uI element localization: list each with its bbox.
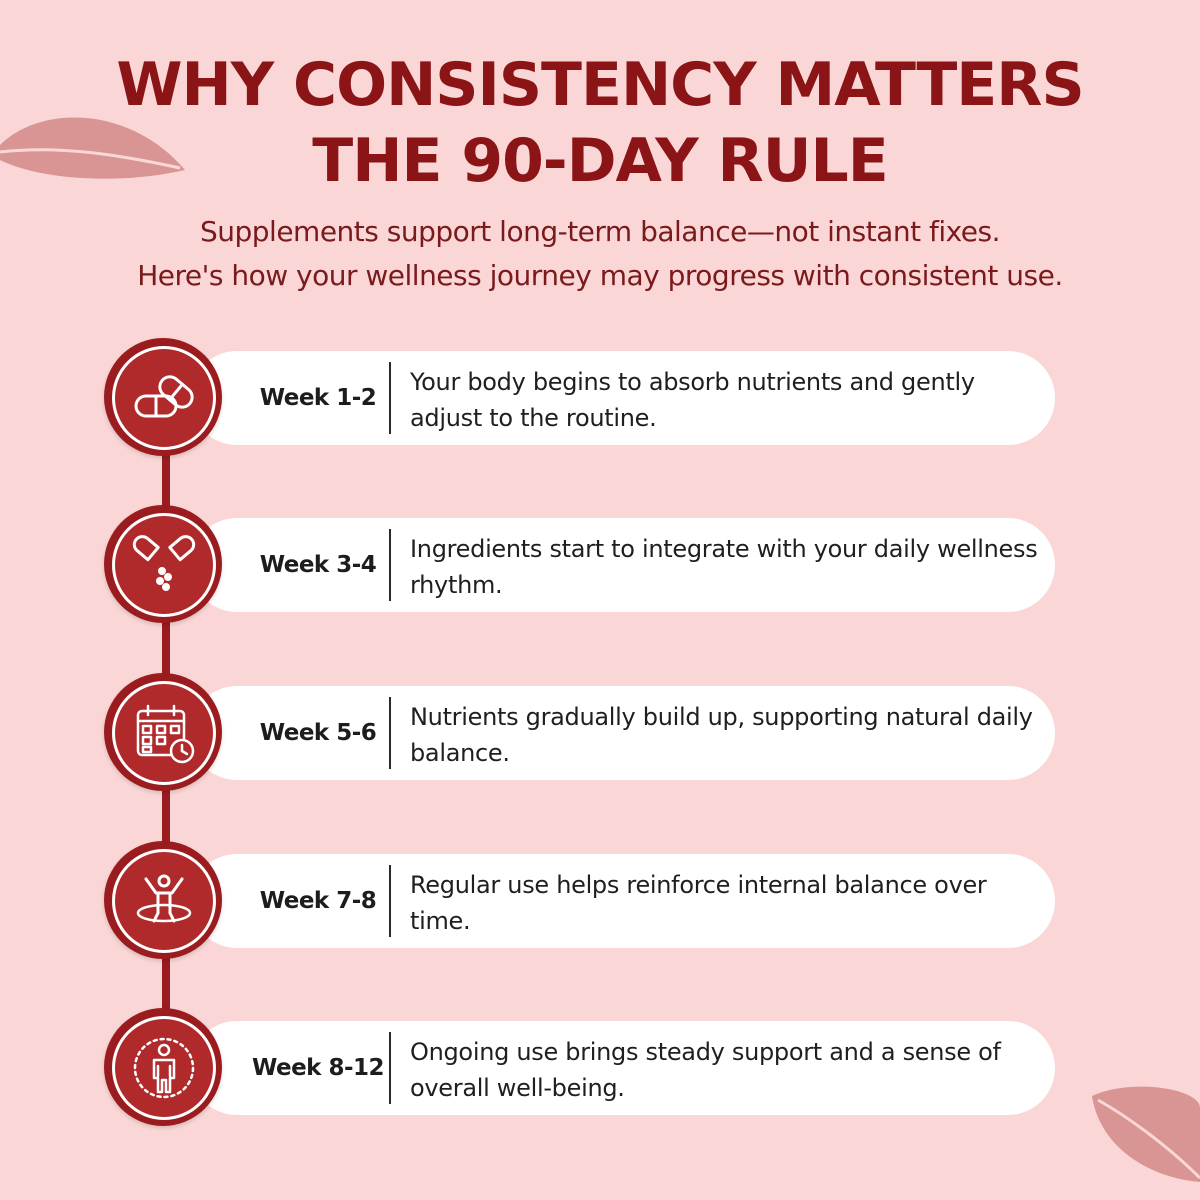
step-divider: [389, 362, 391, 434]
timeline-step-week-1-2: Week 1-2 Your body begins to absorb nutr…: [0, 338, 1200, 458]
leaf-decoration-bottom: [1092, 1086, 1200, 1182]
step-badge: [104, 505, 222, 623]
person-wellbeing-icon: [133, 1037, 195, 1099]
page-title-line2: THE 90-DAY RULE: [312, 126, 888, 196]
step-divider: [389, 697, 391, 769]
step-description: Your body begins to absorb nutrients and…: [410, 368, 975, 432]
step-badge: [104, 338, 222, 456]
step-week-label: Week 7-8: [259, 888, 377, 914]
step-description: Nutrients gradually build up, supporting…: [410, 703, 1033, 767]
timeline-step-week-3-4: Week 3-4 Ingredients start to integrate …: [0, 505, 1200, 625]
subtitle-line2: Here's how your wellness journey may pro…: [137, 259, 1063, 292]
step-week-label: Week 3-4: [259, 552, 377, 578]
step-card: [190, 854, 1055, 948]
open-capsule-icon: [132, 535, 196, 591]
step-card: [190, 518, 1055, 612]
step-description: Ongoing use brings steady support and a …: [410, 1038, 1001, 1102]
step-week-label: Week 8-12: [251, 1055, 385, 1081]
step-week-label: Week 5-6: [259, 720, 377, 746]
step-badge: [104, 841, 222, 959]
calendar-clock-icon: [136, 704, 195, 764]
step-divider: [389, 865, 391, 937]
page-title-line1: WHY CONSISTENCY MATTERS: [116, 50, 1084, 120]
step-description: Ingredients start to integrate with your…: [410, 535, 1038, 599]
timeline-step-week-7-8: Week 7-8 Regular use helps reinforce int…: [0, 841, 1200, 961]
step-badge: [104, 1008, 222, 1126]
capsules-icon: [134, 375, 194, 418]
step-divider: [389, 1032, 391, 1104]
step-card: [190, 686, 1055, 780]
subtitle-line1: Supplements support long-term balance—no…: [199, 215, 1001, 248]
timeline-step-week-8-12: Week 8-12 Ongoing use brings steady supp…: [0, 1008, 1200, 1128]
leaf-decoration-top: [0, 117, 185, 179]
step-week-label: Week 1-2: [259, 385, 377, 411]
timeline-step-week-5-6: Week 5-6 Nutrients gradually build up, s…: [0, 673, 1200, 793]
step-description: Regular use helps reinforce internal bal…: [410, 871, 987, 935]
step-divider: [389, 529, 391, 601]
step-card: [190, 1021, 1055, 1115]
step-card: [190, 351, 1055, 445]
step-badge: [104, 673, 222, 791]
person-balance-icon: [136, 874, 192, 923]
